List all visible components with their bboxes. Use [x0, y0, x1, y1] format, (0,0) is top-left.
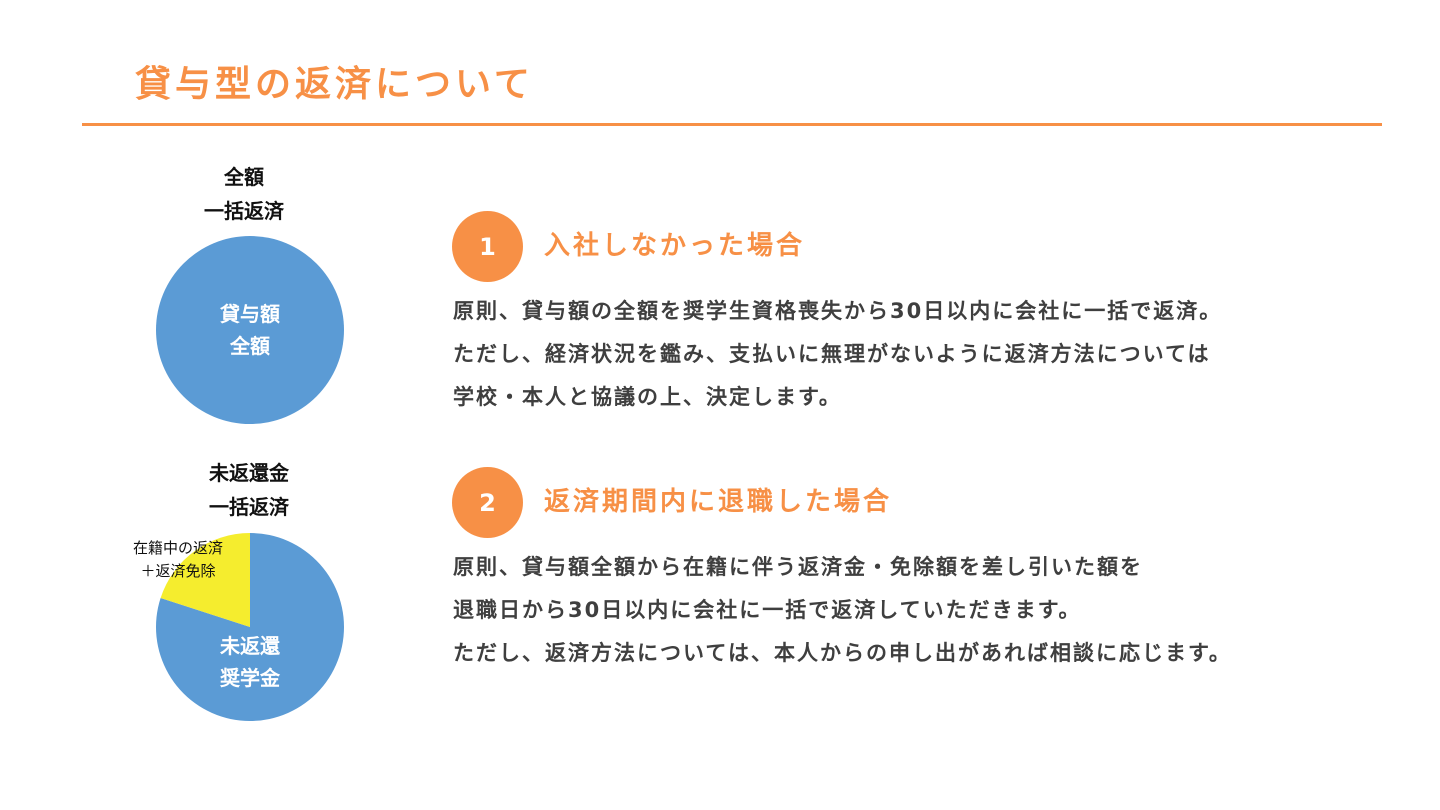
section-1-number-badge: 1 — [452, 211, 523, 282]
pie-remaining-inner-line1: 未返還 — [220, 634, 280, 658]
section-2-heading: 返済期間内に退職した場合 — [544, 487, 893, 517]
pie-slice-full-amount — [156, 236, 344, 424]
title-divider — [82, 123, 1382, 126]
section-1-heading: 入社しなかった場合 — [544, 231, 806, 261]
section-1-line: 原則、貸与額の全額を奨学生資格喪失から30日以内に会社に一括で返済。 — [453, 299, 1223, 323]
pie-full-inner-line2: 全額 — [230, 334, 270, 358]
pie-full-inner-label: 貸与額 全額 — [170, 298, 330, 362]
section-1-line: ただし、経済状況を鑑み、支払いに無理がないように返済方法については — [453, 342, 1211, 366]
pie-remaining-inner-label: 未返還 奨学金 — [170, 630, 330, 694]
chart-full-label-line1: 全額 — [224, 165, 264, 189]
chart-remaining-label-line2: 一括返済 — [209, 495, 289, 519]
pie-full-inner-line1: 貸与額 — [220, 302, 280, 326]
page-title: 貸与型の返済について — [135, 64, 534, 105]
section-2-line: 原則、貸与額全額から在籍に伴う返済金・免除額を差し引いた額を — [453, 555, 1143, 579]
pie-chart-remaining — [156, 533, 344, 721]
pie-slice-paid-and-exempt — [160, 533, 250, 627]
section-1-line: 学校・本人と協議の上、決定します。 — [453, 385, 842, 409]
pie-slice-note: 在籍中の返済 ＋返済免除 — [118, 537, 238, 583]
pie-remaining-inner-line2: 奨学金 — [220, 666, 280, 690]
chart-remaining-label-line1: 未返還金 — [209, 461, 289, 485]
section-2-line: ただし、返済方法については、本人からの申し出があれば相談に応じます。 — [453, 641, 1232, 665]
chart-full-label: 全額 一括返済 — [144, 160, 344, 228]
section-2-line: 退職日から30日以内に会社に一括で返済していただきます。 — [453, 598, 1082, 622]
section-2-body: 原則、貸与額全額から在籍に伴う返済金・免除額を差し引いた額を 退職日から30日以… — [453, 546, 1353, 675]
chart-full-label-line2: 一括返済 — [204, 199, 284, 223]
pie-slice-note-line2: ＋返済免除 — [140, 562, 216, 580]
pie-chart-full — [156, 236, 344, 424]
pie-slice-note-line1: 在籍中の返済 — [132, 539, 223, 557]
section-1-body: 原則、貸与額の全額を奨学生資格喪失から30日以内に会社に一括で返済。 ただし、経… — [453, 290, 1353, 419]
chart-remaining-label: 未返還金 一括返済 — [149, 456, 349, 524]
section-2-number-badge: 2 — [452, 467, 523, 538]
